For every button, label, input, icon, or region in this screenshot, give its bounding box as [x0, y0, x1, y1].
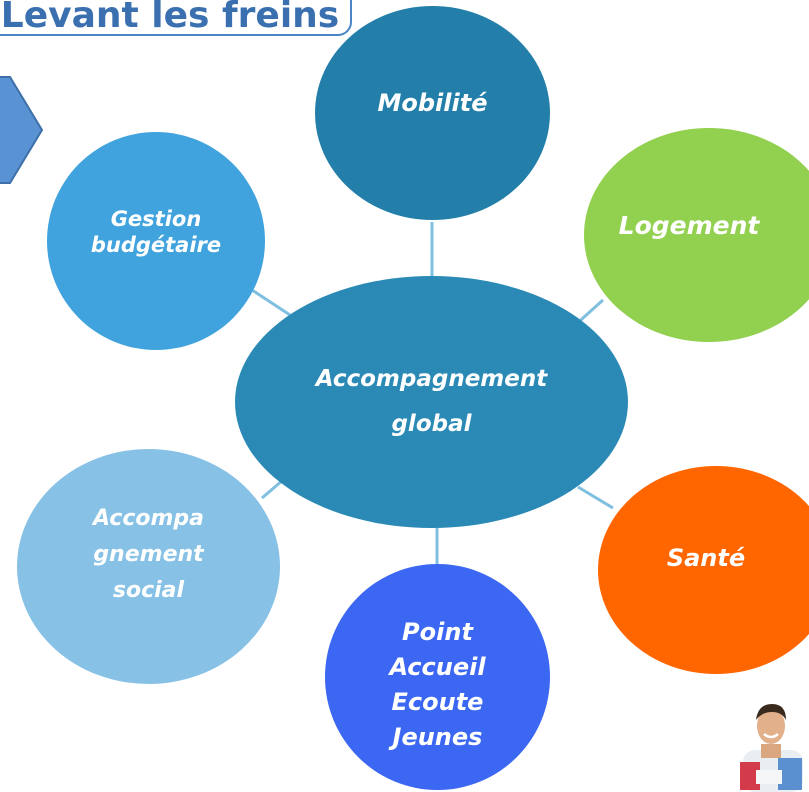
node-accompagnement-social-label: Accompa gnement social: [92, 505, 205, 603]
node-logement: Logement: [584, 128, 809, 342]
page-title: Levant les freins: [0, 0, 340, 36]
node-mobilite: Mobilité: [315, 6, 550, 220]
node-accompagnement-social: Accompa gnement social: [17, 449, 280, 684]
node-logement-label: Logement: [618, 210, 760, 240]
node-point-accueil-label: Point Accueil Ecoute Jeunes: [389, 618, 486, 751]
node-gestion-budgetaire-label: Gestion budgétaire: [90, 207, 222, 257]
node-sante: Santé: [598, 466, 809, 674]
student-illustration: [740, 704, 803, 792]
node-accompagnement-global-label: Accompagnement global: [315, 366, 548, 437]
link-accompagnement-social: [261, 478, 284, 500]
title-box: Levant les freins: [0, 0, 352, 36]
arrow-right-shape: [0, 76, 44, 184]
node-sante-label: Santé: [666, 544, 746, 572]
node-gestion-budgetaire: Gestion budgétaire: [47, 132, 265, 350]
node-accompagnement-global: Accompagnement global: [235, 276, 628, 528]
link-sante: [577, 485, 614, 510]
node-point-accueil-ecoute-jeunes: Point Accueil Ecoute Jeunes: [325, 564, 550, 790]
link-gestion: [251, 288, 291, 317]
node-mobilite-label: Mobilité: [377, 89, 488, 117]
